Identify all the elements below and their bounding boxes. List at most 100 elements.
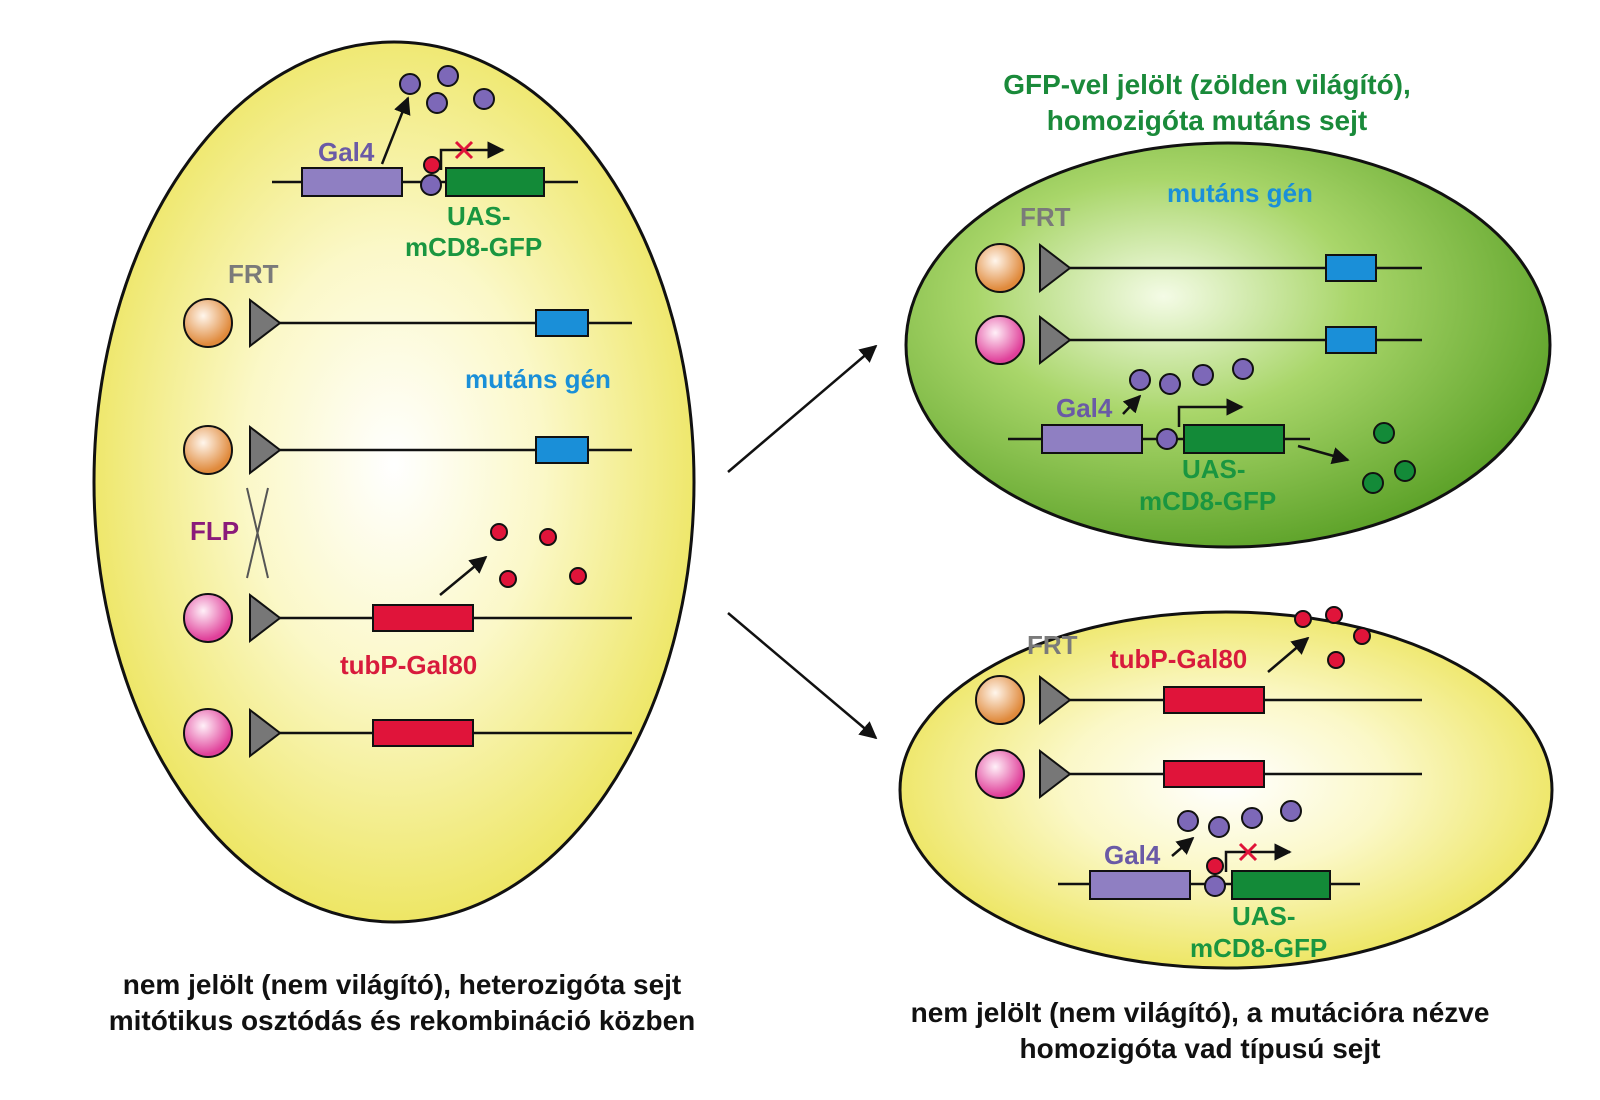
frt-triangle-icon [1039,314,1072,366]
gal4-protein-dot-icon [1192,364,1214,386]
uas-gfp-gene-box [445,167,545,197]
gal4-protein-cluster [1177,800,1302,838]
gal80-protein-dot-icon [423,156,441,174]
wild-type-gal4-uas-construct: Gal4 UAS- mCD8-GFP [1058,800,1360,963]
gal80-gene-box [372,719,474,747]
gal4-label: Gal4 [1104,840,1161,870]
mutant-gene-box [535,309,589,337]
gal80-protein-dot-icon [1325,606,1343,624]
red-x-block-icon [454,140,474,160]
centromere-circle-icon [975,749,1025,799]
left-cell: Gal4 UAS- mCD8-GFP FRT mutáns gén FLP [92,40,696,924]
mutant-gene-label: mutáns gén [465,364,611,394]
centromere-circle-icon [975,315,1025,365]
mutant-gene-box [535,436,589,464]
chromosome-pink-gal80-1: tubP-Gal80 [183,523,632,680]
gal80-expression-arrow-icon [1267,636,1310,673]
centromere-circle-icon [183,298,233,348]
frt-triangle-icon [249,707,282,759]
frt-triangle-icon [1039,674,1072,726]
gal4-gene-box [1041,424,1143,454]
frt-triangle-icon [1039,242,1072,294]
gal80-gene-box [1163,760,1265,788]
gal4-protein-dot-icon [1156,428,1178,450]
mutant-gene-box [1325,254,1377,282]
gal4-protein-cluster [1129,358,1254,395]
division-arrow-down-icon [727,612,878,740]
gal4-label: Gal4 [318,137,375,167]
gal80-protein-dot-icon [499,570,517,588]
green-cell-title-line-1: GFP-vel jelölt (zölden világító), [1003,69,1411,100]
gal80-label: tubP-Gal80 [1110,644,1247,674]
frt-triangle-icon [249,297,282,349]
gal4-expression-arrow-icon [1171,836,1195,857]
left-cell-membrane [92,40,696,924]
left-gal4-uas-construct: Gal4 UAS- mCD8-GFP [272,65,578,262]
gal80-label: tubP-Gal80 [340,650,477,680]
gal4-protein-dot-icon [473,88,495,110]
centromere-circle-icon [183,708,233,758]
uas-gfp-gene-box [1231,870,1331,900]
gfp-protein-dot-icon [1394,460,1416,482]
gal80-protein-dot-icon [1353,627,1371,645]
centromere-circle-icon [183,593,233,643]
gal4-protein-dot-icon [1241,807,1263,829]
mcd8-gfp-label: mCD8-GFP [1190,933,1327,963]
right-caption-line-2: homozigóta vad típusú sejt [1020,1033,1381,1064]
gfp-expression-arrow-icon [1297,444,1350,465]
frt-triangle-icon [249,424,282,476]
green-cell-title-line-2: homozigóta mutáns sejt [1047,105,1367,136]
gal4-label: Gal4 [1056,393,1113,423]
frt-triangle-icon [249,592,282,644]
gfp-protein-dot-icon [1362,472,1384,494]
left-caption-line-2: mitótikus osztódás és rekombináció közbe… [109,1005,696,1036]
right-caption-line-1: nem jelölt (nem világító), a mutációra n… [911,997,1490,1028]
gal4-protein-dot-icon [1129,369,1151,391]
gal80-gene-box [372,604,474,632]
gal4-protein-dot-icon [426,92,448,114]
gal4-protein-dot-icon [1159,373,1181,395]
mcd8-gfp-label: mCD8-GFP [405,232,542,262]
transcription-arrow-icon [1224,843,1292,872]
gal4-protein-dot-icon [399,73,421,95]
mcd8-gfp-label: mCD8-GFP [1139,486,1276,516]
gal4-protein-dot-icon [1280,800,1302,822]
gfp-protein-cluster [1362,422,1416,494]
gal80-protein-cluster [1294,606,1371,669]
gal4-protein-dot-icon [437,65,459,87]
centromere-circle-icon [183,425,233,475]
green-mutant-cell: mutáns gén FRT [904,141,1552,549]
gal80-protein-dot-icon [539,528,557,546]
wild-type-cell: FRT tubP-Gal80 [898,606,1554,970]
centromere-circle-icon [975,675,1025,725]
gal4-protein-dot-icon [1232,358,1254,380]
transcription-arrow-icon [439,141,505,170]
uas-label: UAS- [1182,454,1246,484]
chromosome-orange-mutant-1 [183,297,632,349]
gal4-protein-dot-icon [1177,810,1199,832]
mutant-gene-box [1325,326,1377,354]
gal80-protein-dot-icon [1206,857,1224,875]
gal4-gene-box [301,167,403,197]
gal80-protein-dot-icon [1294,610,1312,628]
gal80-gene-box [1163,686,1265,714]
gal80-expression-arrow-icon [439,555,488,596]
red-x-block-icon [1238,842,1258,862]
frt-triangle-icon [1039,748,1072,800]
gal4-expression-arrow-icon [1122,394,1142,415]
flp-label: FLP [190,516,239,546]
gal4-protein-dot-icon [420,174,442,196]
green-cell-chromosome-orange [975,242,1422,294]
gfp-protein-dot-icon [1373,422,1395,444]
frt-label: FRT [228,259,279,289]
chromosome-orange-mutant-2 [183,424,632,476]
chromosome-pink-gal80-2 [183,707,632,759]
gal80-protein-cluster [490,523,587,588]
division-arrow-up-icon [727,344,878,473]
frt-label: FRT [1027,630,1078,660]
green-cell-chromosome-pink [975,314,1422,366]
uas-label: UAS- [447,201,511,231]
mutant-gene-label: mutáns gén [1167,178,1313,208]
